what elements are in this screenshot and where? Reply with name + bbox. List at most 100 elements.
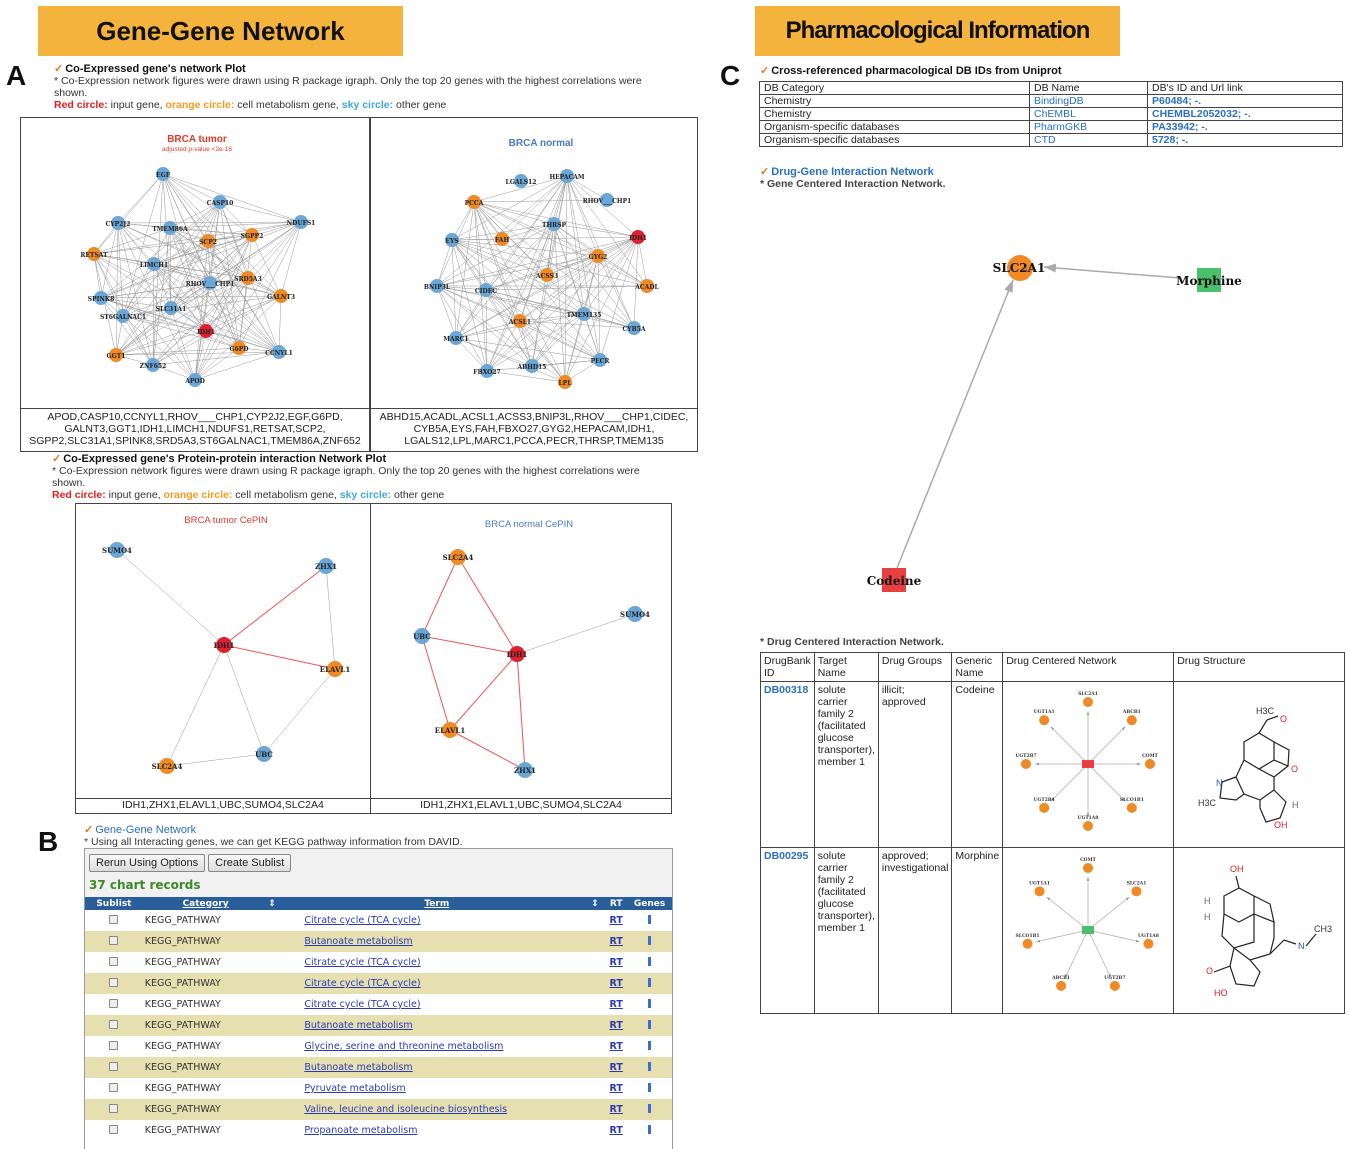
row-checkbox[interactable] bbox=[109, 1019, 119, 1029]
term-link[interactable]: Butanoate metabolism bbox=[304, 936, 413, 947]
gene-node[interactable] bbox=[560, 169, 574, 183]
sort-icon[interactable]: ⇕ bbox=[591, 898, 599, 909]
gene-node[interactable] bbox=[87, 247, 101, 261]
gene-node[interactable] bbox=[591, 249, 605, 263]
gene-node[interactable] bbox=[213, 195, 227, 209]
drug-node[interactable] bbox=[1082, 760, 1095, 768]
db-id-link[interactable]: P60484; -. bbox=[1147, 94, 1343, 108]
gene-node[interactable] bbox=[1056, 980, 1067, 991]
drug-node-morphine[interactable] bbox=[1197, 268, 1221, 292]
rt-link[interactable]: RT bbox=[609, 936, 623, 947]
gene-node[interactable] bbox=[294, 215, 308, 229]
term-link[interactable]: Glycine, serine and threonine metabolism bbox=[304, 1041, 504, 1052]
db-id-link[interactable]: CHEMBL2052032; -. bbox=[1147, 107, 1343, 121]
gene-node[interactable] bbox=[272, 345, 286, 359]
rt-link[interactable]: RT bbox=[609, 1104, 623, 1115]
gene-node[interactable] bbox=[430, 279, 444, 293]
gene-node[interactable] bbox=[1145, 759, 1156, 769]
db-name-link[interactable]: CTD bbox=[1029, 133, 1148, 147]
rerun-using-options-button[interactable]: Rerun Using Options bbox=[89, 854, 206, 872]
gene-node[interactable] bbox=[480, 364, 494, 378]
gene-node[interactable] bbox=[109, 542, 125, 558]
gene-node[interactable] bbox=[1021, 759, 1032, 769]
gene-node[interactable] bbox=[517, 762, 533, 778]
genes-info-icon[interactable] bbox=[648, 956, 652, 966]
gene-node[interactable] bbox=[1131, 886, 1142, 897]
gene-node[interactable] bbox=[164, 301, 178, 315]
gene-node[interactable] bbox=[156, 167, 170, 181]
gene-node[interactable] bbox=[216, 637, 232, 653]
gene-node[interactable] bbox=[232, 341, 246, 355]
term-link[interactable]: Butanoate metabolism bbox=[304, 1062, 413, 1073]
gene-node[interactable] bbox=[627, 606, 643, 622]
gene-node[interactable] bbox=[631, 230, 645, 244]
row-checkbox[interactable] bbox=[109, 1040, 119, 1050]
row-checkbox[interactable] bbox=[109, 1082, 119, 1092]
row-checkbox[interactable] bbox=[109, 1124, 119, 1134]
gene-node[interactable] bbox=[445, 233, 459, 247]
row-checkbox[interactable] bbox=[109, 977, 119, 987]
gene-node[interactable] bbox=[94, 291, 108, 305]
db-name-link[interactable]: BindingDB bbox=[1029, 94, 1148, 108]
gene-node[interactable] bbox=[159, 758, 175, 774]
term-link[interactable]: Citrate cycle (TCA cycle) bbox=[304, 957, 421, 968]
db-id-link[interactable]: PA33942; -. bbox=[1147, 120, 1343, 134]
gene-node[interactable] bbox=[509, 646, 525, 662]
row-checkbox[interactable] bbox=[109, 1103, 119, 1113]
gene-node[interactable] bbox=[318, 558, 334, 574]
gene-node[interactable] bbox=[1083, 697, 1094, 707]
gene-node[interactable] bbox=[188, 373, 202, 387]
gene-node[interactable] bbox=[1127, 715, 1138, 726]
gene-node[interactable] bbox=[450, 549, 466, 565]
col-category[interactable]: Category bbox=[182, 898, 229, 909]
gene-node[interactable] bbox=[199, 324, 213, 338]
genes-info-icon[interactable] bbox=[648, 998, 652, 1008]
rt-link[interactable]: RT bbox=[609, 978, 623, 989]
row-checkbox[interactable] bbox=[109, 998, 119, 1008]
rt-link[interactable]: RT bbox=[609, 1125, 623, 1136]
gene-node[interactable] bbox=[163, 221, 177, 235]
gene-node[interactable] bbox=[1083, 863, 1094, 873]
gene-node[interactable] bbox=[274, 289, 288, 303]
gene-node[interactable] bbox=[414, 628, 430, 644]
gene-node[interactable] bbox=[245, 228, 259, 242]
gene-node[interactable] bbox=[116, 309, 130, 323]
gene-node[interactable] bbox=[467, 195, 481, 209]
rt-link[interactable]: RT bbox=[609, 1041, 623, 1052]
gene-node[interactable] bbox=[1110, 980, 1121, 991]
gene-node[interactable] bbox=[1143, 938, 1154, 949]
col-term[interactable]: Term bbox=[424, 898, 450, 909]
gene-node[interactable] bbox=[600, 193, 614, 207]
gene-node[interactable] bbox=[201, 234, 215, 248]
term-link[interactable]: Propanoate metabolism bbox=[304, 1125, 418, 1136]
row-checkbox[interactable] bbox=[109, 956, 119, 966]
gene-node[interactable] bbox=[109, 348, 123, 362]
rt-link[interactable]: RT bbox=[609, 1020, 623, 1031]
gene-node[interactable] bbox=[627, 321, 641, 335]
gene-node[interactable] bbox=[1022, 938, 1033, 949]
gene-node[interactable] bbox=[1083, 821, 1094, 831]
gene-node[interactable] bbox=[640, 279, 654, 293]
row-checkbox[interactable] bbox=[109, 1061, 119, 1071]
gene-node[interactable] bbox=[1034, 886, 1045, 897]
db-name-link[interactable]: ChEMBL bbox=[1029, 107, 1148, 121]
term-link[interactable]: Butanoate metabolism bbox=[304, 1020, 413, 1031]
db-id-link[interactable]: 5728; -. bbox=[1147, 133, 1343, 147]
drugbank-id-link[interactable]: DB00318 bbox=[760, 681, 815, 848]
term-link[interactable]: Citrate cycle (TCA cycle) bbox=[304, 978, 421, 989]
genes-info-icon[interactable] bbox=[648, 977, 652, 987]
genes-info-icon[interactable] bbox=[648, 1040, 652, 1050]
gene-node[interactable] bbox=[442, 722, 458, 738]
term-link[interactable]: Valine, leucine and isoleucine biosynthe… bbox=[304, 1104, 508, 1115]
rt-link[interactable]: RT bbox=[609, 957, 623, 968]
gene-node[interactable] bbox=[495, 232, 509, 246]
col-sublist[interactable]: Sublist bbox=[96, 898, 132, 909]
gene-node[interactable] bbox=[525, 359, 539, 373]
rt-link[interactable]: RT bbox=[609, 999, 623, 1010]
gene-node[interactable] bbox=[547, 217, 561, 231]
gene-node[interactable] bbox=[111, 216, 125, 230]
gene-node[interactable] bbox=[540, 268, 554, 282]
rt-link[interactable]: RT bbox=[609, 915, 623, 926]
gene-node[interactable] bbox=[241, 271, 255, 285]
genes-info-icon[interactable] bbox=[648, 1061, 652, 1071]
